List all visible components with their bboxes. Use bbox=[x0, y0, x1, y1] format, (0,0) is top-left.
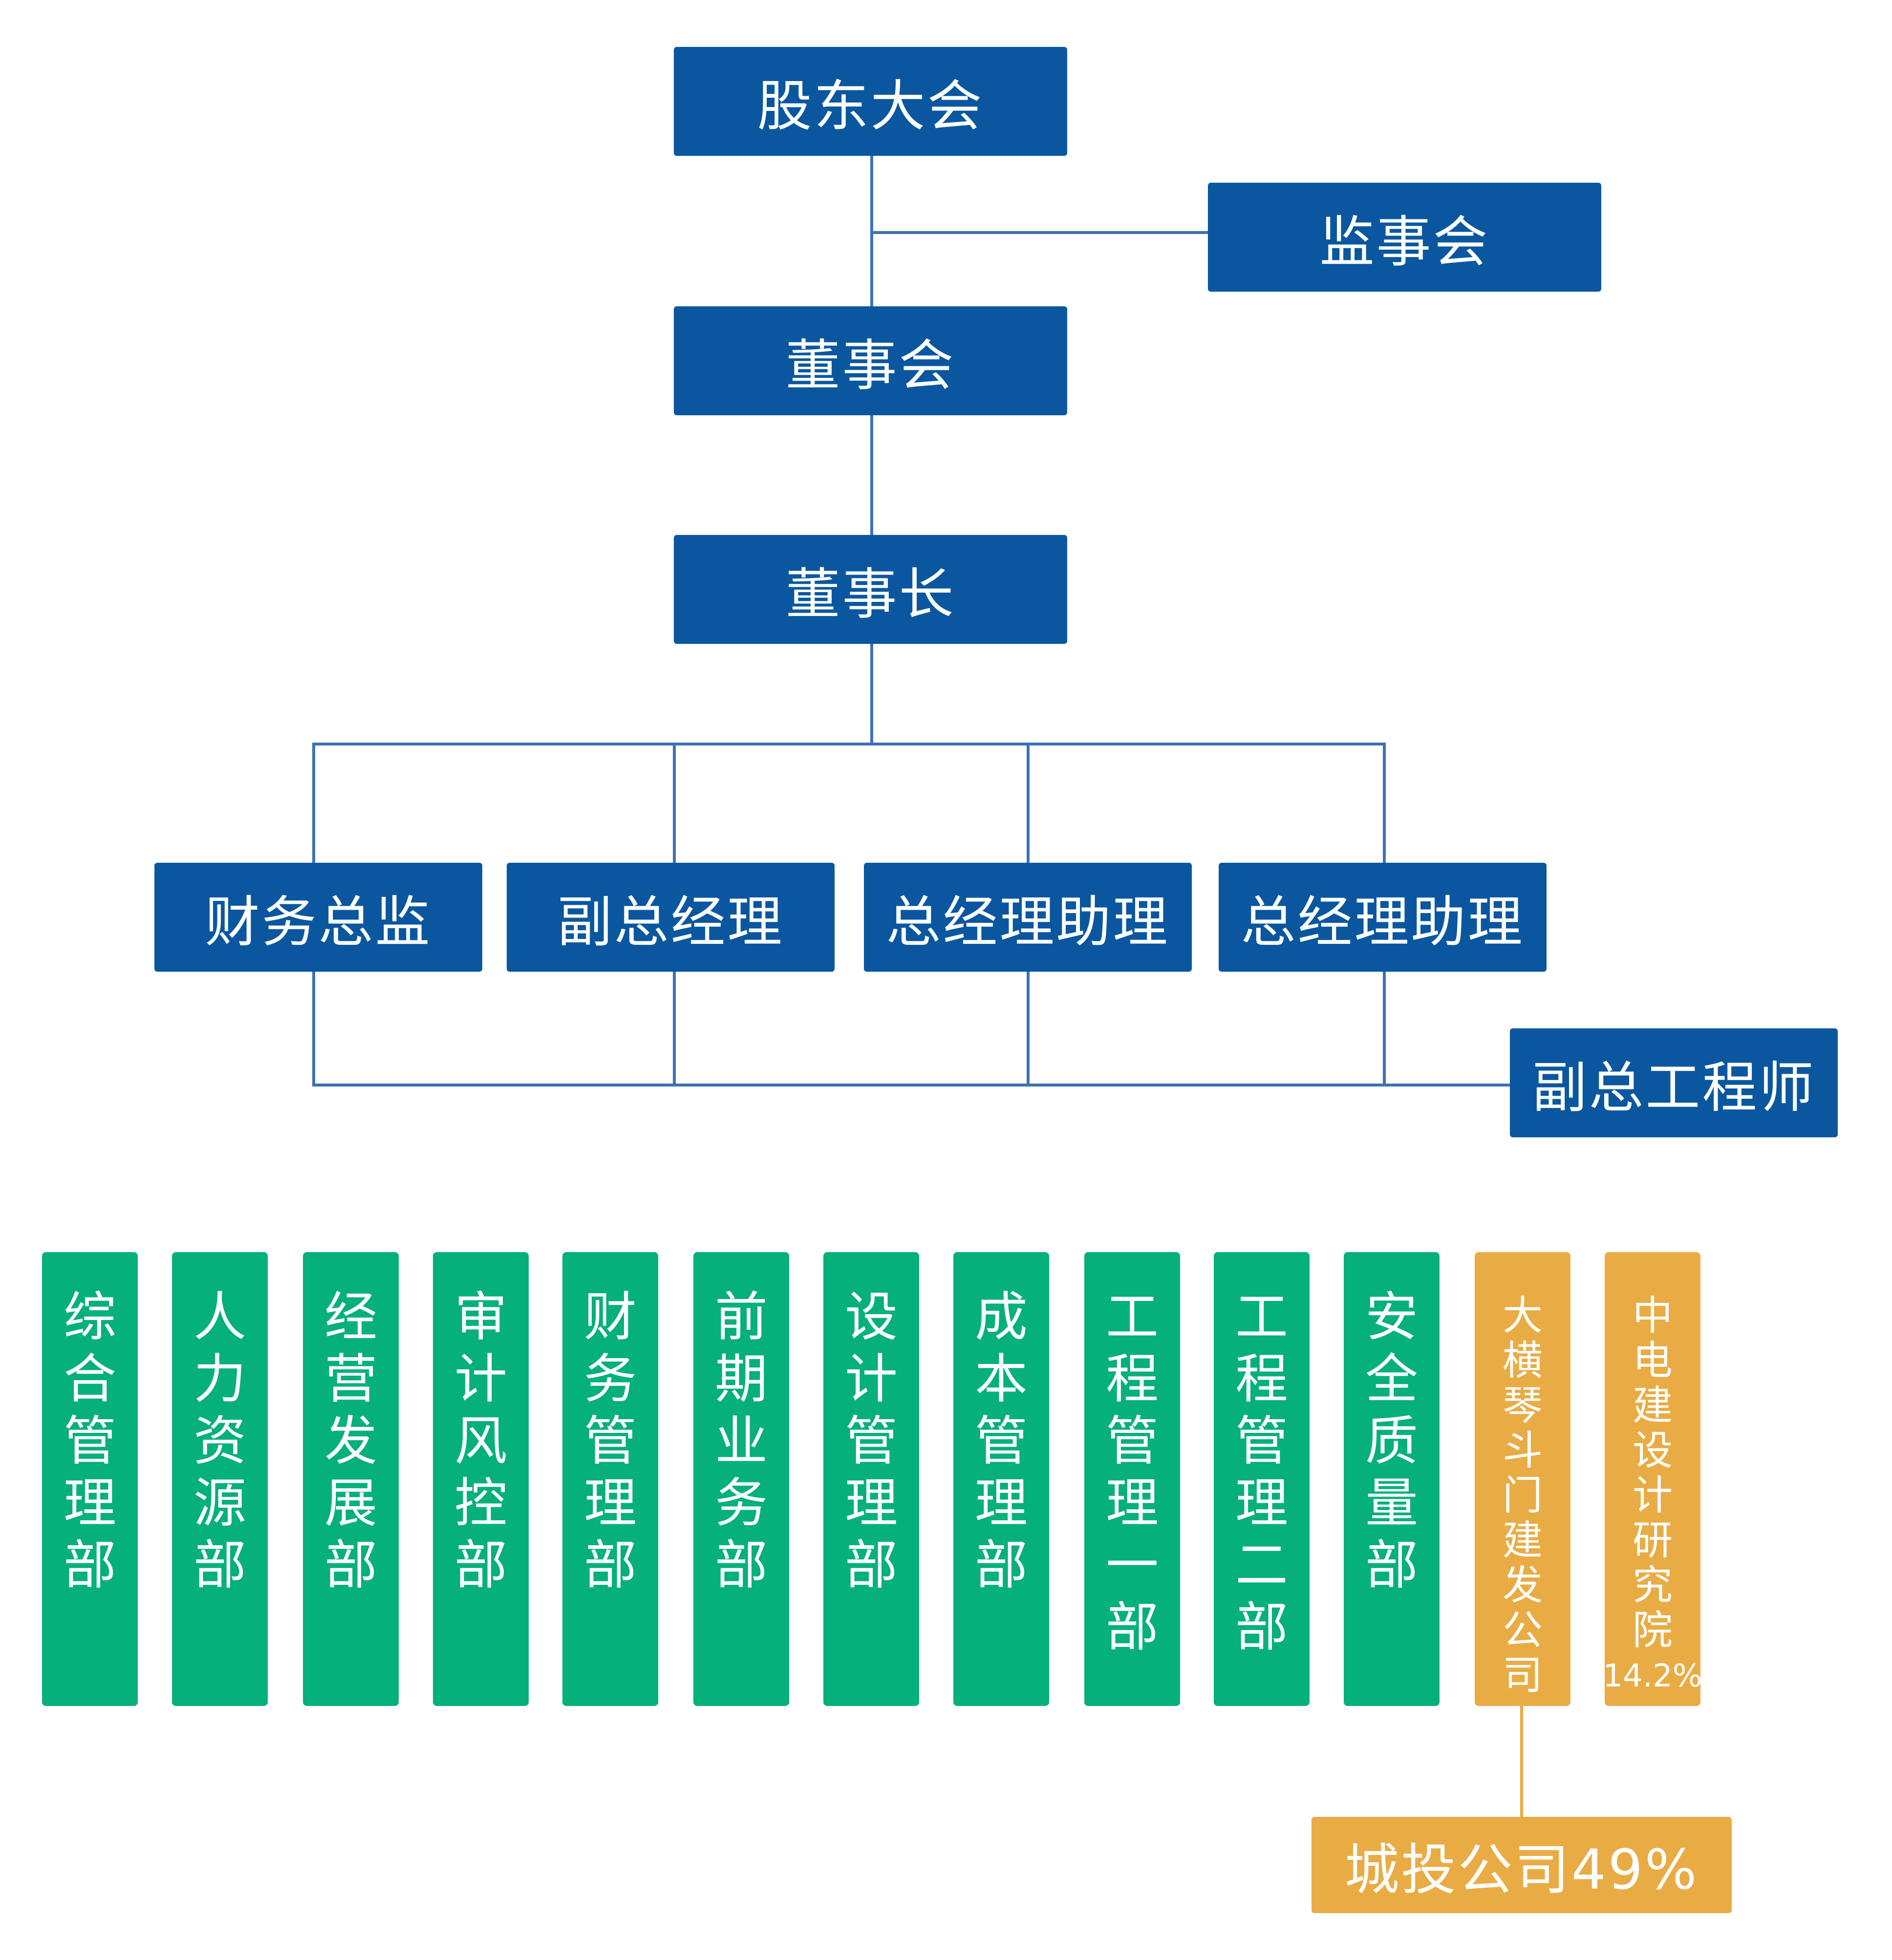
sub-affiliate-node: 城投公司49% bbox=[1312, 1817, 1732, 1913]
department-node: 设计管理部 bbox=[823, 1252, 919, 1706]
chairman-node: 董事长 bbox=[674, 535, 1067, 644]
board-of-directors-node: 董事会 bbox=[674, 306, 1067, 415]
department-node: 前期业务部 bbox=[693, 1252, 789, 1706]
connector bbox=[870, 231, 1208, 234]
connector bbox=[312, 1084, 1510, 1087]
affiliate-label: 大横琴斗门建发公司 bbox=[1503, 1293, 1543, 1699]
department-label: 财务管理部 bbox=[584, 1287, 637, 1596]
department-label: 经营发展部 bbox=[324, 1287, 378, 1596]
department-label: 工程管理一部 bbox=[1106, 1287, 1159, 1658]
department-node: 安全质量部 bbox=[1344, 1252, 1440, 1706]
shareholders-meeting-node: 股东大会 bbox=[674, 47, 1067, 156]
connector bbox=[1520, 1706, 1523, 1817]
connector bbox=[312, 743, 1386, 746]
department-node: 审计风控部 bbox=[433, 1252, 529, 1706]
affiliate-label: 中电建设计研究院 bbox=[1633, 1293, 1673, 1654]
department-label: 审计风控部 bbox=[454, 1287, 508, 1596]
department-node: 财务管理部 bbox=[562, 1252, 658, 1706]
department-label: 设计管理部 bbox=[845, 1287, 898, 1596]
department-node: 成本管理部 bbox=[953, 1252, 1049, 1706]
department-label: 人力资源部 bbox=[194, 1287, 247, 1596]
connector bbox=[870, 644, 873, 744]
affiliate-node: 中电建设计研究院 14.2% bbox=[1603, 1252, 1702, 1706]
department-label: 前期业务部 bbox=[715, 1287, 768, 1596]
supervisory-board-node: 监事会 bbox=[1208, 183, 1601, 292]
affiliate-node: 大横琴斗门建发公司 bbox=[1475, 1252, 1570, 1706]
department-label: 工程管理二部 bbox=[1235, 1287, 1289, 1658]
gm-assistant-node: 总经理助理 bbox=[1219, 863, 1547, 972]
affiliate-share: 14.2% bbox=[1603, 1658, 1702, 1694]
department-node: 经营发展部 bbox=[303, 1252, 399, 1706]
department-label: 安全质量部 bbox=[1365, 1287, 1419, 1596]
department-label: 成本管理部 bbox=[975, 1287, 1028, 1596]
deputy-chief-engineer-node: 副总工程师 bbox=[1510, 1028, 1838, 1137]
department-node: 工程管理一部 bbox=[1084, 1252, 1180, 1706]
department-label: 综合管理部 bbox=[64, 1287, 117, 1596]
department-node: 综合管理部 bbox=[42, 1252, 138, 1706]
deputy-gm-node: 副总经理 bbox=[507, 863, 835, 972]
department-node: 人力资源部 bbox=[172, 1252, 268, 1706]
gm-assistant-node: 总经理助理 bbox=[864, 863, 1192, 972]
department-node: 工程管理二部 bbox=[1214, 1252, 1310, 1706]
cfo-node: 财务总监 bbox=[154, 863, 482, 972]
